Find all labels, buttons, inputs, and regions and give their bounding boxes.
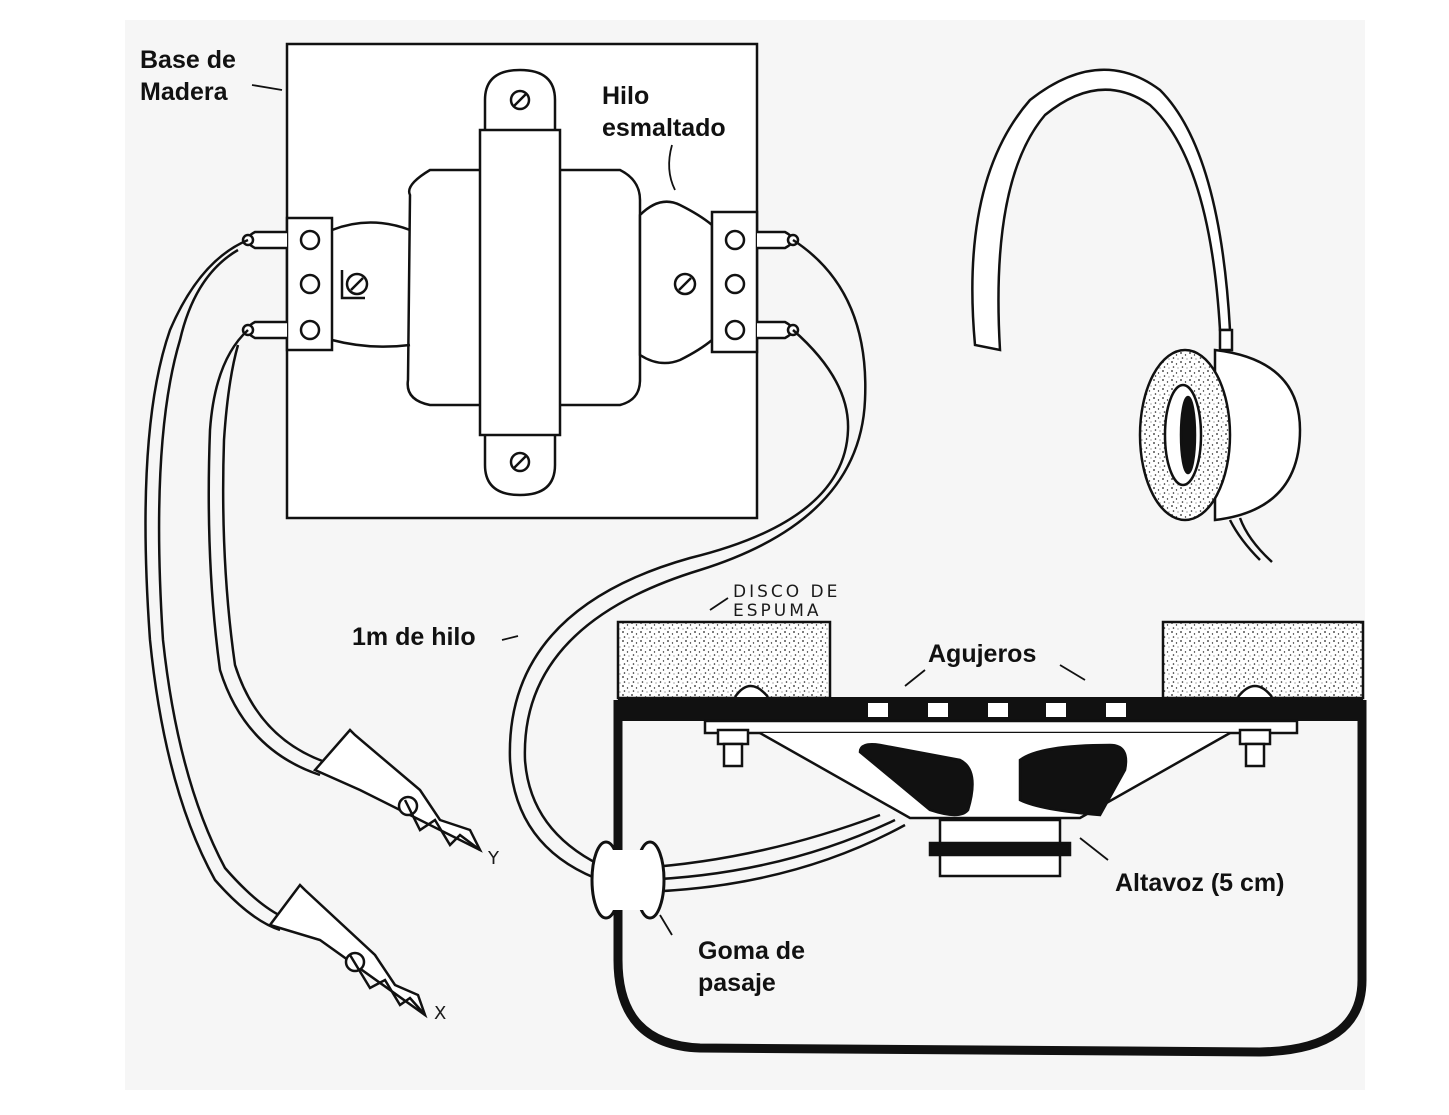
speaker-cable — [508, 238, 906, 894]
test-lead-wires — [144, 238, 326, 932]
label-goma-de-pasaje-line2: pasaje — [698, 969, 776, 997]
label-hilo-esmaltado-line2: esmaltado — [602, 114, 726, 142]
foam-disc — [616, 620, 1365, 700]
label-base-de-madera-line1: Base de — [140, 46, 236, 74]
label-hilo-esmaltado-line1: Hilo — [602, 82, 650, 110]
label-clip-x: X — [434, 1003, 447, 1024]
label-goma-de-pasaje-line1: Goma de — [698, 937, 805, 965]
label-agujeros: Agujeros — [928, 640, 1037, 668]
leader-lines — [251, 84, 1109, 936]
label-base-de-madera-line2: Madera — [140, 78, 228, 106]
speaker — [703, 719, 1299, 878]
label-disco-de-espuma-line1: DISCO DE — [733, 582, 841, 602]
clip-x — [267, 883, 428, 1019]
enclosure — [613, 697, 1367, 1057]
label-1m-de-hilo: 1m de hilo — [352, 623, 476, 651]
label-disco-de-espuma-line2: ESPUMA — [733, 601, 822, 621]
clip-y — [312, 728, 483, 853]
headphone — [971, 68, 1302, 563]
label-clip-y: Y — [488, 848, 499, 869]
label-altavoz: Altavoz (5 cm) — [1115, 869, 1285, 897]
transformer — [406, 68, 714, 497]
rubber-grommet — [590, 840, 666, 920]
